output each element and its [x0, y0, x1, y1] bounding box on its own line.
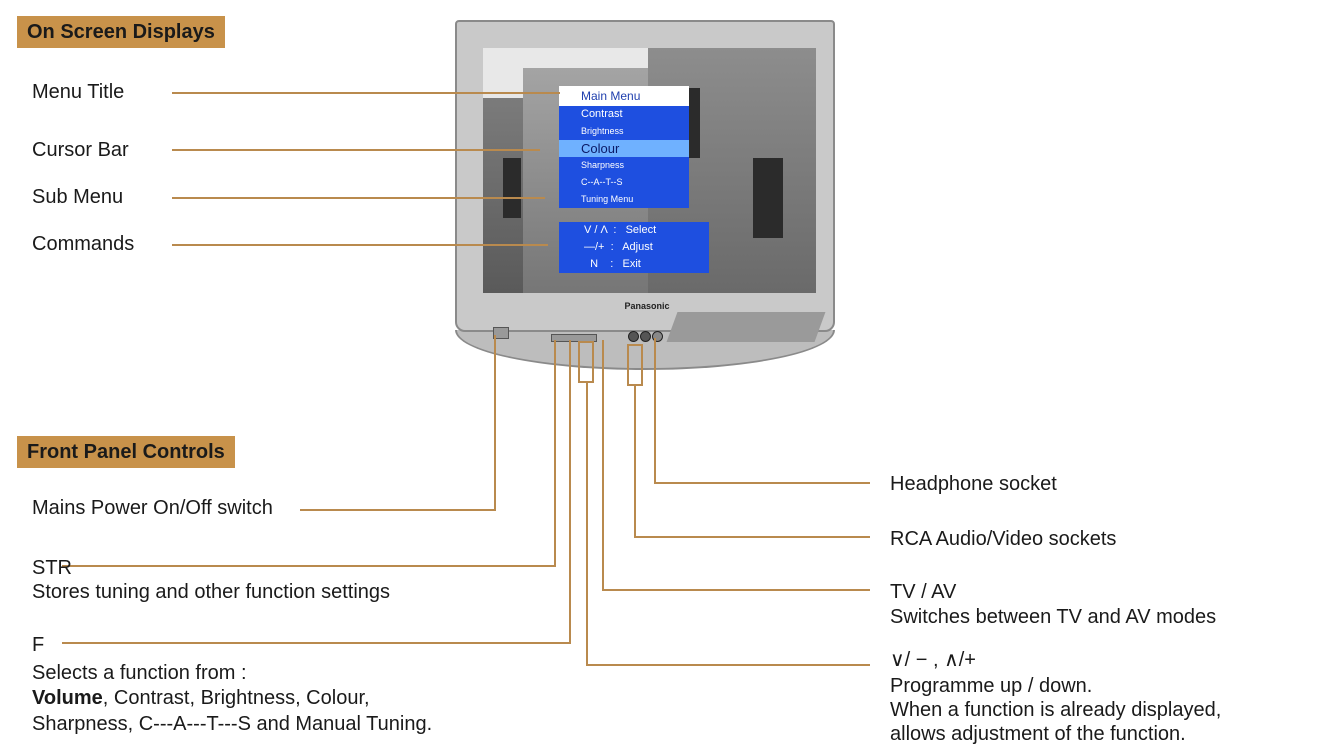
screen-window	[753, 158, 783, 238]
rca-socket[interactable]	[640, 331, 651, 342]
osd-command: V / Λ : Select	[584, 224, 657, 236]
f-description-1: Selects a function from :	[32, 662, 247, 684]
power-switch[interactable]	[493, 327, 509, 339]
prog-description-1: Programme up / down.	[890, 675, 1093, 697]
leader-tvav	[602, 340, 870, 591]
str-title: STR	[32, 557, 72, 579]
osd-sub-menu-item: Tuning Menu	[581, 194, 634, 204]
osd-command: N : Exit	[584, 258, 641, 270]
osd-menu-item: Contrast	[581, 108, 623, 120]
tv-screen: Main Menu Contrast Brightness Colour Sha…	[483, 48, 816, 293]
rca-socket[interactable]	[628, 331, 639, 342]
leader-str	[62, 340, 556, 567]
rca-label: RCA Audio/Video sockets	[890, 528, 1117, 550]
tv-cabinet: Main Menu Contrast Brightness Colour Sha…	[455, 20, 835, 342]
leader-f	[62, 340, 571, 644]
brand-logo: Panasonic	[624, 301, 670, 311]
leader-prog	[586, 382, 870, 666]
prog-bracket	[578, 341, 594, 383]
osd-header: On Screen Displays	[17, 16, 225, 48]
screen-window	[503, 158, 521, 218]
leader-mains	[300, 335, 496, 511]
f-volume-bold: Volume	[32, 687, 103, 709]
leader-rca	[634, 385, 870, 538]
osd-menu-item: Brightness	[581, 126, 624, 136]
sub-menu-label: Sub Menu	[32, 186, 124, 208]
f-description-2-rest: , Contrast, Brightness, Colour,	[102, 687, 370, 709]
osd-menu-item: Sharpness	[581, 160, 625, 170]
osd-menu-title: Main Menu	[559, 86, 689, 106]
f-description-2: Volume, Contrast, Brightness, Colour,	[32, 686, 370, 710]
tvav-description: Switches between TV and AV modes	[890, 606, 1217, 628]
osd-cursor-bar: Colour	[559, 140, 689, 157]
cursor-bar-label: Cursor Bar	[32, 139, 129, 161]
commands-label: Commands	[32, 233, 135, 255]
headphone-socket-icon[interactable]	[652, 331, 663, 342]
str-description: Stores tuning and other function setting…	[32, 581, 391, 603]
headphone-label: Headphone socket	[890, 473, 1057, 495]
prog-title: ∨/ − , ∧/+	[890, 649, 976, 671]
osd-commands: V / Λ : Select —/+ : Adjust N : Exit	[559, 222, 709, 273]
osd-menu-item: C--A--T--S	[581, 177, 623, 187]
mains-label: Mains Power On/Off switch	[32, 497, 273, 519]
front-panel-header: Front Panel Controls	[17, 436, 235, 468]
menu-title-label: Menu Title	[32, 81, 125, 103]
rca-bracket	[627, 344, 643, 386]
prog-description-3: allows adjustment of the function.	[890, 723, 1186, 745]
control-buttons-row[interactable]	[551, 334, 597, 342]
f-title: F	[32, 634, 45, 656]
osd-command: —/+ : Adjust	[584, 241, 653, 253]
tvav-title: TV / AV	[890, 581, 957, 603]
osd-main-menu: Main Menu Contrast Brightness Colour Sha…	[559, 86, 689, 208]
leader-headphone	[654, 338, 870, 484]
tv-illustration: Main Menu Contrast Brightness Colour Sha…	[455, 20, 835, 370]
f-description-3: Sharpness, C---A---T---S and Manual Tuni…	[32, 713, 433, 735]
prog-description-2: When a function is already displayed,	[890, 699, 1222, 721]
